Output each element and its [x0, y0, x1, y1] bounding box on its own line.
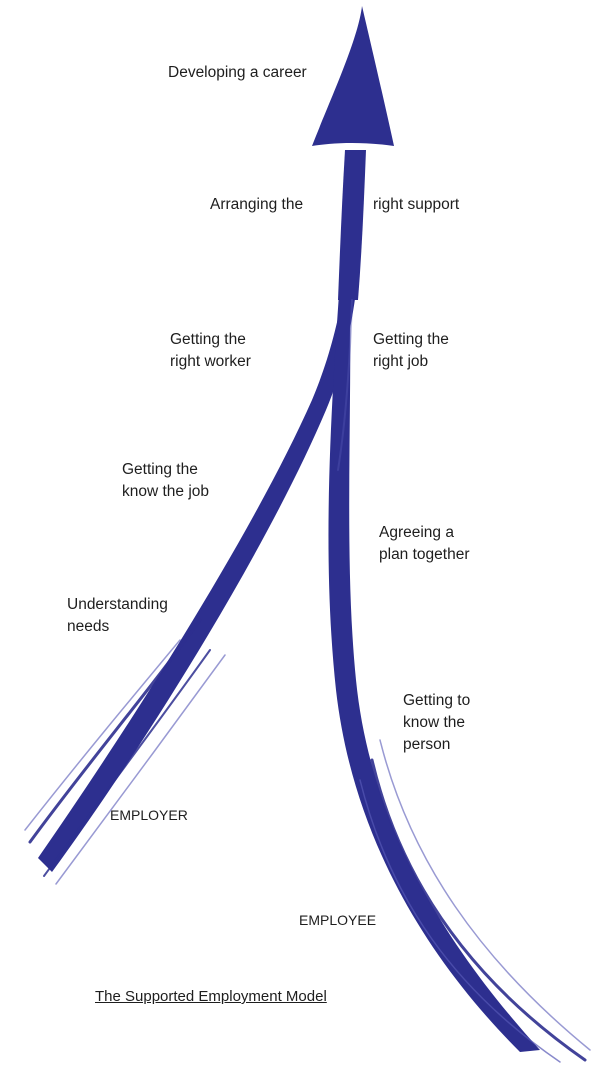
- employee-stroke: [328, 280, 540, 1052]
- label-understanding-needs: Understanding needs: [67, 596, 168, 635]
- arrowhead: [312, 6, 394, 146]
- label-getting-right-worker: Getting the right worker: [170, 331, 251, 370]
- employer-stroke: [38, 290, 356, 872]
- arrow-strokes: [24, 6, 591, 1063]
- employer-fiber: [43, 649, 211, 877]
- shared-shaft: [338, 150, 366, 300]
- label-agreeing-plan: Agreeing a plan together: [379, 524, 470, 563]
- shaft-highlight: [337, 299, 353, 471]
- label-getting-right-job: Getting the right job: [373, 331, 449, 370]
- employee-fiber: [359, 779, 561, 1063]
- label-employer: EMPLOYER: [110, 807, 188, 823]
- diagram-caption: The Supported Employment Model: [95, 988, 327, 1005]
- employer-fiber: [55, 654, 226, 885]
- employer-fiber: [28, 618, 202, 844]
- employee-fiber: [370, 758, 587, 1062]
- label-getting-know-job: Getting the know the job: [122, 461, 210, 500]
- label-developing-career: Developing a career: [168, 64, 307, 81]
- label-employee: EMPLOYEE: [299, 912, 377, 928]
- label-arranging-the: Arranging the: [210, 196, 304, 213]
- employer-fiber: [24, 639, 181, 831]
- label-right-support: right support: [373, 196, 460, 213]
- employee-fiber: [379, 739, 591, 1051]
- label-getting-to-know-person: Getting to know the person: [403, 692, 471, 753]
